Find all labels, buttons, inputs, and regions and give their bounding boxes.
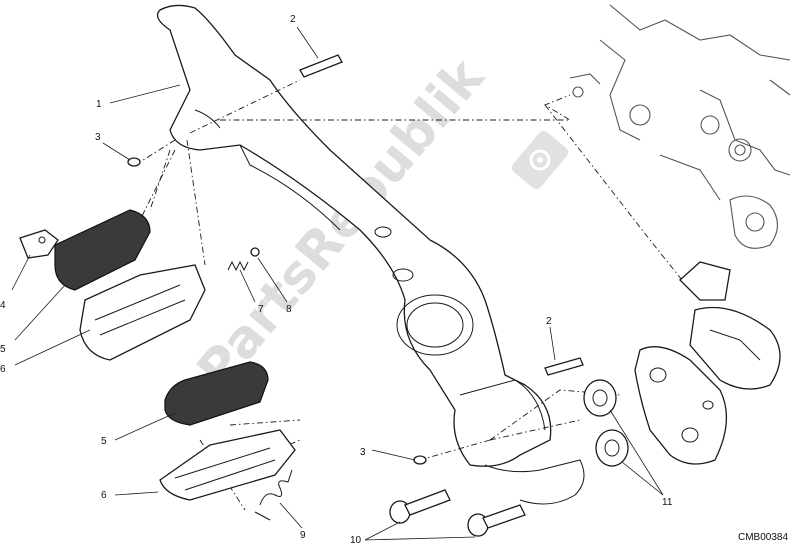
callout-1: 1	[96, 99, 102, 110]
callout-10: 10	[350, 535, 362, 546]
leader-lines	[11, 26, 664, 541]
spacers	[583, 379, 629, 467]
drawing-code: CMB00384	[738, 532, 788, 543]
callout-11: 11	[662, 497, 673, 508]
footpeg-bracket	[156, 4, 585, 505]
circlips	[127, 157, 427, 465]
heel-guard-plate	[634, 261, 781, 465]
rubber-inserts	[54, 209, 269, 426]
callout-6-top: 6	[0, 364, 6, 375]
pins	[299, 54, 584, 376]
footpegs	[79, 264, 296, 501]
callout-3-top: 3	[95, 132, 101, 143]
small-plate	[19, 229, 59, 259]
engine-casing	[569, 4, 791, 249]
callout-2-bottom: 2	[546, 316, 552, 327]
detent-spring	[227, 260, 249, 272]
callout-3-bottom: 3	[360, 447, 366, 458]
callout-2-top: 2	[290, 14, 296, 25]
callout-8: 8	[286, 304, 292, 315]
callout-5-bottom: 5	[101, 436, 107, 447]
callout-7: 7	[258, 304, 264, 315]
callout-4: 4	[0, 300, 6, 311]
callout-6-bottom: 6	[101, 490, 107, 501]
bolts	[389, 489, 526, 537]
torsion-spring	[254, 469, 293, 521]
callout-5-top: 5	[0, 344, 6, 355]
watermark-gear-icon	[511, 130, 569, 190]
callout-9: 9	[300, 530, 306, 541]
detent-ball	[250, 247, 260, 257]
callout-labels: 1 2 3 4 5 6 7 8 5 6 9 2 3 10 11	[0, 14, 673, 546]
